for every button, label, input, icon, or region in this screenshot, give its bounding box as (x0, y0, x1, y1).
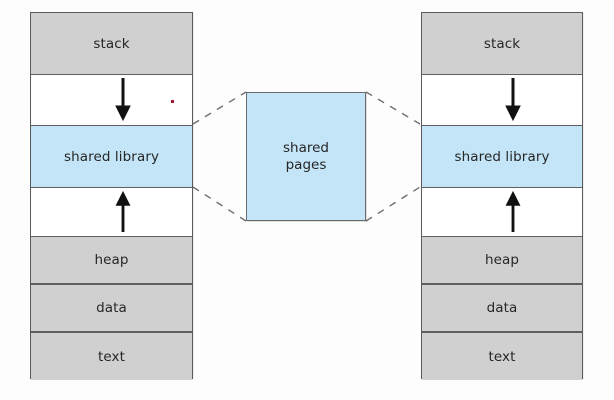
left-process-segment-heap: heap (31, 236, 192, 284)
shared-pages-label: shared pages (283, 140, 329, 174)
left-process-segment-free-3 (31, 188, 192, 236)
shared-pages-line-1: shared (283, 139, 329, 156)
right-process-segment-data: data (422, 284, 582, 332)
segment-label: heap (484, 252, 520, 268)
arrow-up-icon (115, 190, 130, 232)
right-process-segment-shared-library: shared library (422, 125, 582, 188)
segment-label: shared library (63, 148, 160, 165)
left-process-segment-data: data (31, 284, 192, 332)
left-process-segment-text: text (31, 332, 192, 380)
right-process-address-space: stack shared library heap data text (421, 12, 583, 380)
segment-label: data (486, 300, 518, 316)
arrow-down-icon (505, 78, 521, 122)
left-process-segment-free-1 (31, 75, 192, 125)
connector-right-bottom (365, 186, 421, 222)
arrow-up-icon (505, 190, 521, 232)
segment-label: text (97, 348, 126, 365)
right-process-segment-stack: stack (422, 13, 582, 75)
connector-left-bottom (192, 186, 247, 222)
left-process-address-space: stack shared library heap data text (30, 12, 193, 380)
segment-label: text (488, 348, 516, 365)
left-process-segment-shared-library: shared library (31, 125, 192, 188)
segment-label: stack (93, 35, 130, 52)
connector-left-top (192, 91, 247, 125)
red-marker-dot (171, 100, 174, 103)
right-process-segment-heap: heap (422, 236, 582, 284)
segment-label: heap (94, 252, 129, 268)
shared-pages-box: shared pages (246, 92, 366, 221)
left-process-segment-stack: stack (31, 13, 192, 75)
arrow-down-icon (114, 78, 131, 122)
segment-label: stack (483, 35, 521, 52)
right-process-segment-text: text (422, 332, 582, 380)
connector-right-top (365, 91, 421, 125)
shared-pages-line-2: pages (285, 156, 327, 173)
segment-label: data (96, 300, 127, 316)
right-process-segment-free-3 (422, 188, 582, 236)
right-process-segment-free-1 (422, 75, 582, 125)
segment-label: shared library (454, 148, 550, 165)
